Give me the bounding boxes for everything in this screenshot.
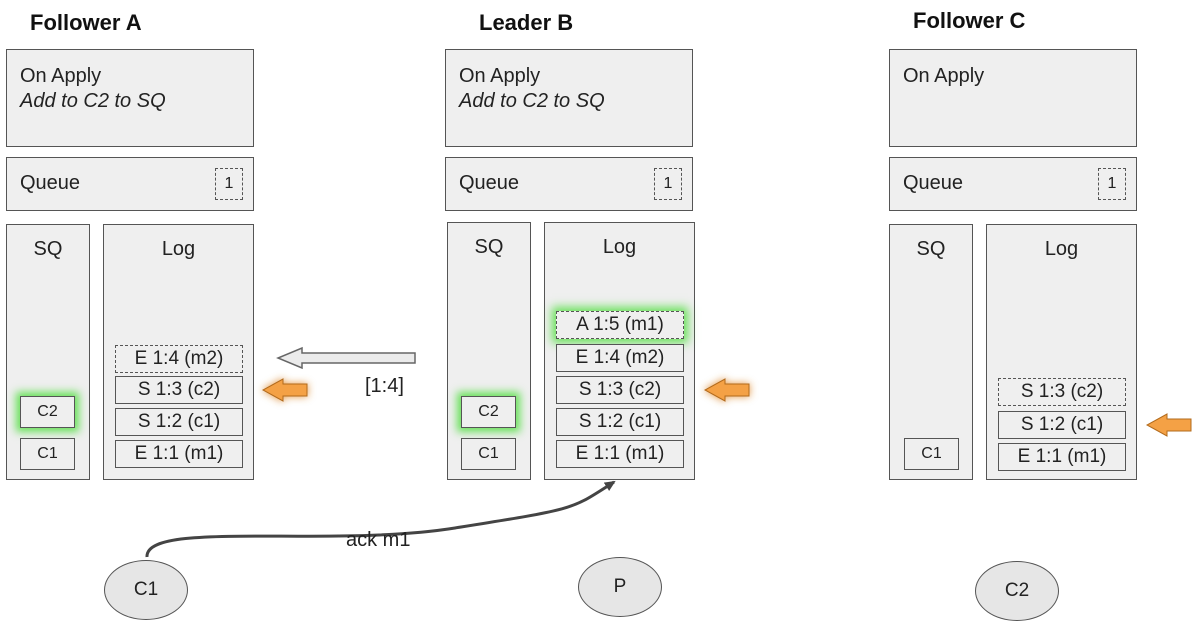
log-entry: E 1:1 (m1) (556, 440, 684, 468)
on-apply-action: Add to C2 to SQ (20, 90, 166, 112)
apply-pointer-arrow-b (703, 378, 750, 402)
queue-count-badge: 1 (1098, 168, 1126, 200)
log-entry: S 1:2 (c1) (115, 408, 243, 436)
client-node-c1: C1 (104, 560, 188, 620)
apply-pointer-arrow-a (261, 378, 308, 402)
queue-label: Queue (903, 172, 964, 194)
leader-b-sq-panel: SQ C2 C1 (447, 222, 531, 480)
queue-count-badge: 1 (215, 168, 243, 200)
log-entry: S 1:3 (c2) (115, 376, 243, 404)
on-apply-label: On Apply (459, 65, 541, 87)
log-entry: E 1:1 (m1) (115, 440, 243, 468)
apply-pointer-arrow-c (1145, 413, 1192, 437)
follower-c-queue-panel: Queue 1 (889, 157, 1137, 211)
queue-count-badge: 1 (654, 168, 682, 200)
follower-c-log-panel: Log S 1:3 (c2) S 1:2 (c1) E 1:1 (m1) (986, 224, 1137, 480)
client-node-p: P (578, 557, 662, 617)
log-entry: S 1:3 (c2) (998, 378, 1126, 406)
queue-label: Queue (459, 172, 520, 194)
sq-item-c1: C1 (461, 438, 516, 470)
sq-item-c2: C2 (461, 396, 516, 428)
replicate-range-label: [1:4] (365, 375, 404, 397)
replicate-arrow (276, 346, 416, 370)
leader-b-title: Leader B (479, 10, 574, 35)
follower-a-title: Follower A (30, 10, 142, 35)
sq-header: SQ (474, 236, 504, 258)
follower-c-on-apply-panel: On Apply (889, 49, 1137, 147)
sq-item-c2: C2 (20, 396, 75, 428)
log-entry: E 1:4 (m2) (115, 345, 243, 373)
follower-a-sq-panel: SQ C2 C1 (6, 224, 90, 480)
on-apply-label: On Apply (903, 65, 985, 87)
log-header: Log (161, 238, 196, 260)
follower-a-log-panel: Log E 1:4 (m2) S 1:3 (c2) S 1:2 (c1) E 1… (103, 224, 254, 480)
follower-a-on-apply-panel: On Apply Add to C2 to SQ (6, 49, 254, 147)
ack-label: ack m1 (346, 529, 411, 551)
on-apply-label: On Apply (20, 65, 102, 87)
sq-item-c1: C1 (20, 438, 75, 470)
on-apply-action: Add to C2 to SQ (459, 90, 605, 112)
leader-b-queue-panel: Queue 1 (445, 157, 693, 211)
log-header: Log (602, 236, 637, 258)
log-entry: S 1:2 (c1) (556, 408, 684, 436)
ack-arrow (145, 480, 616, 558)
log-entry: S 1:2 (c1) (998, 411, 1126, 439)
sq-header: SQ (916, 238, 946, 260)
queue-label: Queue (20, 172, 81, 194)
follower-c-title: Follower C (913, 8, 1026, 33)
log-entry: S 1:3 (c2) (556, 376, 684, 404)
log-entry: A 1:5 (m1) (556, 311, 684, 339)
follower-a-queue-panel: Queue 1 (6, 157, 254, 211)
client-node-c2: C2 (975, 561, 1059, 621)
leader-b-on-apply-panel: On Apply Add to C2 to SQ (445, 49, 693, 147)
sq-header: SQ (33, 238, 63, 260)
leader-b-log-panel: Log A 1:5 (m1) E 1:4 (m2) S 1:3 (c2) S 1… (544, 222, 695, 480)
log-entry: E 1:1 (m1) (998, 443, 1126, 471)
sq-item-c1: C1 (904, 438, 959, 470)
log-entry: E 1:4 (m2) (556, 344, 684, 372)
follower-c-sq-panel: SQ C1 (889, 224, 973, 480)
log-header: Log (1044, 238, 1079, 260)
